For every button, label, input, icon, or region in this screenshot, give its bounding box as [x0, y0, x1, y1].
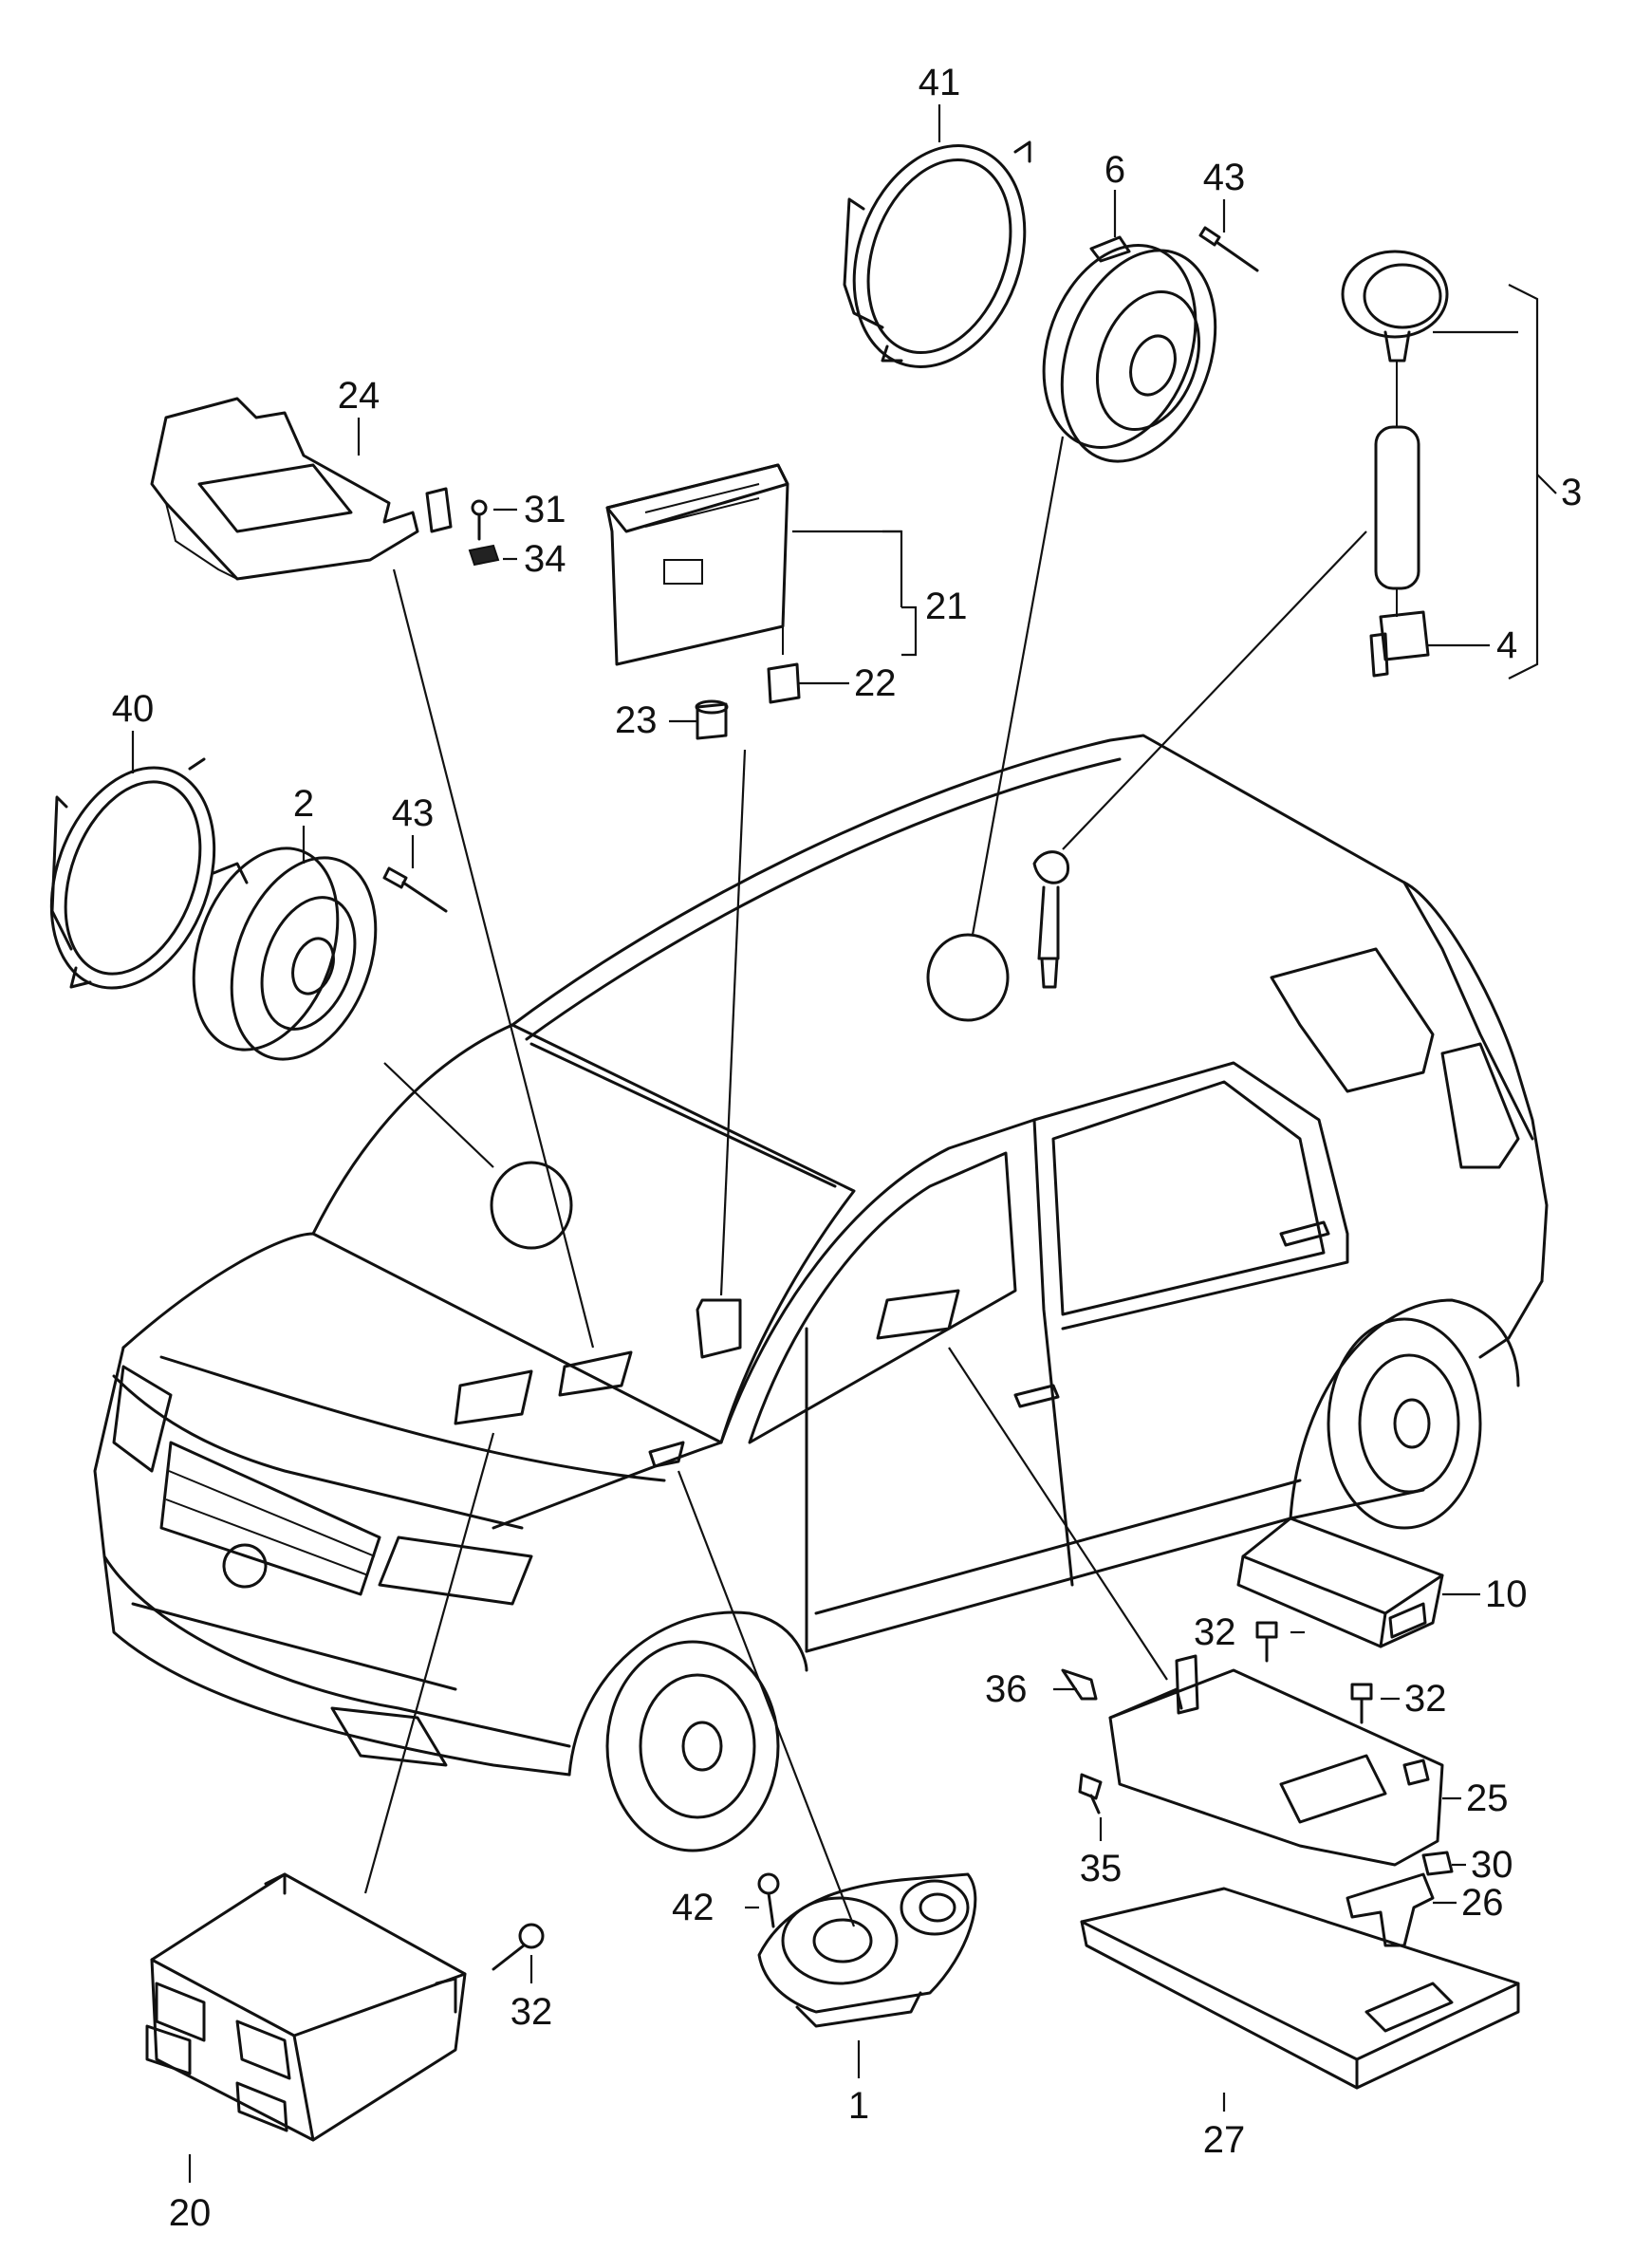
part-22-connector: [767, 662, 801, 704]
callout-41: 41: [919, 62, 961, 103]
callout-32-a: 32: [1194, 1611, 1236, 1653]
vehicle-outline: [93, 734, 1549, 1852]
callout-31: 31: [524, 489, 566, 530]
callout-21: 21: [925, 586, 968, 627]
callout-27: 27: [1203, 2119, 1246, 2161]
callout-24: 24: [338, 375, 381, 417]
part-6-speaker: [1042, 235, 1217, 463]
part-10-amplifier: [1236, 1517, 1444, 1648]
callout-6: 6: [1104, 149, 1125, 191]
callout-1: 1: [848, 2085, 869, 2127]
part-26-bracket: [1346, 1872, 1435, 1947]
location-marker-24: [558, 1350, 633, 1397]
part-2-speaker: [192, 847, 378, 1061]
part-40-speaker-ring: [49, 757, 216, 990]
location-ring-front-door: [490, 1161, 573, 1250]
location-tweeter-rear: [1032, 850, 1069, 989]
part-1-center-speaker: [757, 1872, 977, 2028]
part-42-screw: [757, 1872, 780, 1928]
location-marker-25: [876, 1289, 960, 1340]
callout-42: 42: [672, 1887, 715, 1928]
callout-35: 35: [1080, 1848, 1123, 1889]
part-20-control-box: [145, 1872, 467, 2142]
part-21-control-unit: [605, 463, 789, 666]
callout-3: 3: [1561, 472, 1582, 513]
callout-23: 23: [615, 699, 658, 741]
part-24-bracket: [150, 397, 453, 581]
callout-34: 34: [524, 538, 566, 580]
location-marker-1: [648, 1441, 685, 1468]
part-4-connector: [1369, 610, 1430, 678]
callout-2: 2: [293, 783, 314, 825]
callout-4: 4: [1496, 624, 1517, 666]
part-23-cap: [695, 699, 729, 740]
callout-36: 36: [985, 1668, 1028, 1710]
callout-22: 22: [854, 662, 897, 704]
callout-32-c: 32: [510, 1991, 553, 2033]
callout-43-lower: 43: [392, 792, 435, 834]
location-markers: [454, 850, 1069, 1468]
callout-30: 30: [1471, 1844, 1513, 1886]
callout-32-b: 32: [1404, 1678, 1447, 1720]
part-27-base-plate: [1080, 1887, 1520, 2090]
part-35-screw: [1078, 1773, 1103, 1815]
part-32-screw-b: [1350, 1683, 1373, 1724]
leader-lines: [131, 104, 1557, 2183]
callout-labels: 41 6 43 24 31 34 21 22 23 3 4 40 2 43 10…: [112, 62, 1583, 2234]
part-34-clip: [468, 544, 500, 567]
part-25-mounting-plate: [1108, 1654, 1444, 1867]
part-32-screw-a: [1255, 1621, 1278, 1663]
callout-25: 25: [1466, 1777, 1509, 1819]
location-marker-20: [454, 1369, 533, 1425]
part-43-pin-upper: [1198, 226, 1259, 272]
callout-10: 10: [1485, 1573, 1528, 1615]
part-3-tweeter: [1341, 250, 1449, 617]
callout-40: 40: [112, 688, 155, 730]
part-36-screw: [1061, 1668, 1098, 1701]
callout-20: 20: [169, 2192, 212, 2234]
part-30-nut: [1421, 1851, 1454, 1876]
callout-26: 26: [1461, 1882, 1504, 1924]
location-ring-rear-door: [926, 933, 1010, 1022]
part-32-screw-c: [492, 1923, 545, 1971]
callout-43-upper: 43: [1203, 157, 1246, 198]
location-marker-21: [696, 1298, 742, 1359]
part-43-pin-lower: [382, 866, 448, 913]
part-41-speaker-ring: [843, 140, 1031, 368]
part-31-screw: [471, 499, 488, 541]
